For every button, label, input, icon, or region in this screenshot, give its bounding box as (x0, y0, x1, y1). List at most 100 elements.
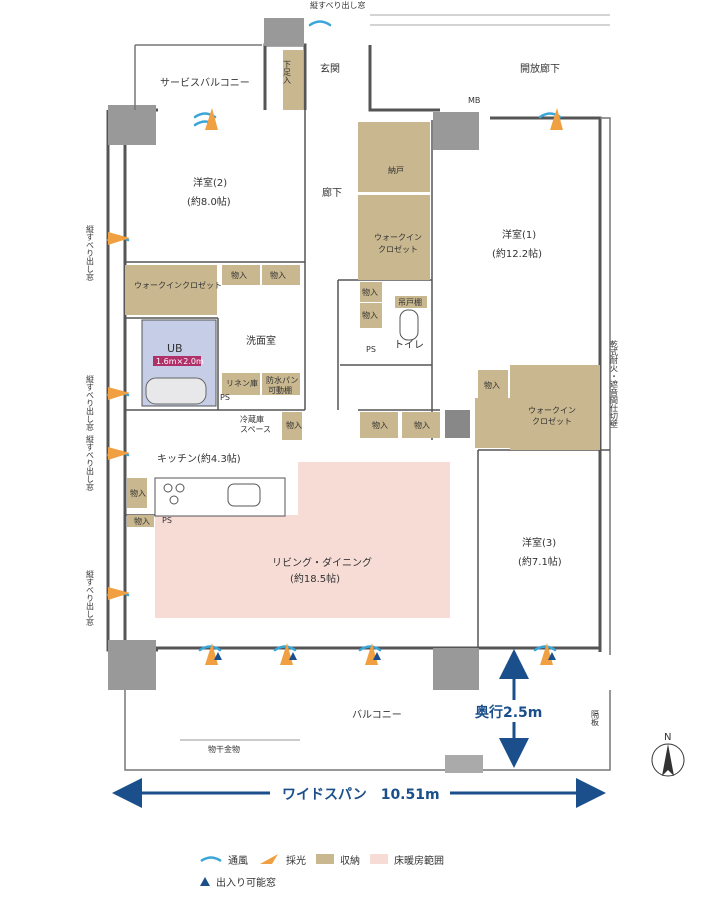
stove-burner-icon (169, 495, 179, 505)
column-entrance (264, 18, 304, 46)
label-storage: 物入 (362, 287, 378, 297)
wind-icon (200, 856, 222, 863)
legend-floor-heating: 床暖房範囲 (370, 852, 444, 867)
legend-row: 通風 採光 収納 床暖房範囲 (200, 848, 444, 870)
label-window: 縦すべり出し窓 (86, 374, 95, 431)
floor-heating-swatch (370, 854, 388, 864)
label-kitchen: キッチン(約4.3帖) (157, 452, 241, 465)
label-storage: 物入 (231, 270, 247, 280)
column-ne (433, 112, 479, 150)
label-ub: UB (167, 342, 183, 355)
floor-heating-area (155, 462, 450, 618)
legend-doorway-window: 出入り可能窓 (200, 874, 276, 889)
daylight-icon (260, 854, 278, 864)
label-storage: 物入 (130, 488, 146, 498)
column-sw (108, 640, 156, 690)
stove-burner-icon (175, 483, 185, 493)
label-window: 縦すべり出し窓 (86, 569, 95, 626)
legend-ventilation: 通風 (200, 852, 248, 867)
label-linen: リネン庫 (226, 378, 258, 388)
storage-areas (125, 50, 600, 527)
label-genkan: 玄関 (320, 62, 340, 75)
legend-floor-heating-label: 床暖房範囲 (394, 855, 444, 867)
aircon-outdoor (445, 755, 483, 773)
ub-size-band (153, 356, 201, 366)
label-partition: 隔板 (591, 710, 600, 727)
label-ps: PS (220, 393, 230, 402)
stove-burner-icon (163, 483, 173, 493)
label-window: 縦すべり出し窓 (86, 434, 95, 491)
doorway-triangle-icon (200, 876, 210, 886)
label-monohoshi: 物干金物 (208, 744, 240, 754)
label-wic3-b: クロゼット (532, 416, 572, 426)
floor-plan: 玄関 下足入 サービスバルコニー 開放廊下 MB 洋室(2) (約8.0帖) 廊… (86, 0, 685, 808)
label-storage: 物入 (286, 420, 302, 430)
east-rail (600, 117, 611, 655)
legend-daylight-label: 採光 (286, 855, 306, 867)
label-storage: 物入 (270, 270, 286, 280)
label-bousui-b: 可動棚 (268, 385, 292, 395)
label-open-corridor: 開放廊下 (520, 62, 560, 75)
legend-ventilation-label: 通風 (228, 855, 248, 867)
label-wic1-b: クロゼット (378, 244, 418, 254)
label-balcony: バルコニー (352, 709, 402, 721)
legend-storage-label: 収納 (340, 855, 360, 867)
balcony-rail (124, 690, 611, 771)
label-living-size: (約18.5帖) (290, 572, 340, 585)
service-balcony-rail (134, 44, 262, 110)
pipe-space (445, 410, 470, 438)
label-western2: 洋室(2) (193, 176, 227, 189)
label-western3-size: (約7.1帖) (518, 555, 562, 568)
label-ps: PS (366, 345, 376, 354)
label-mb: MB (468, 96, 480, 105)
label-storage: 物入 (372, 420, 388, 430)
label-storage: 物入 (134, 516, 150, 526)
wide-span-label: ワイドスパン 10.51m (282, 787, 440, 803)
label-window: 縦すべり出し窓 (310, 0, 365, 10)
bathtub (145, 377, 207, 405)
label-shimo-getabako: 下足入 (283, 60, 292, 84)
label-bousui-a: 防水パン (266, 375, 298, 385)
label-corridor: 廊下 (322, 186, 342, 199)
label-western2-size: (約8.0帖) (187, 195, 231, 208)
label-wic1-a: ウォークイン (374, 233, 422, 242)
label-western1-size: (約12.2帖) (492, 247, 542, 260)
doorway-window-icons (214, 652, 556, 660)
column-nw (108, 105, 156, 145)
toilet-icon (399, 309, 419, 341)
label-window: 縦すべり出し窓 (86, 224, 95, 281)
storage-swatch (316, 854, 334, 864)
label-ub-size: 1.6m×2.0m (156, 357, 204, 366)
corridor-rail (370, 14, 610, 26)
legend-storage: 収納 (316, 852, 360, 867)
label-toilet: トイレ (394, 340, 424, 351)
label-storage: 物入 (484, 380, 500, 390)
label-wic3-a: ウォークイン (528, 406, 576, 415)
legend-doorway-window-label: 出入り可能窓 (216, 877, 276, 889)
label-living: リビング・ダイニング (272, 556, 372, 569)
label-western1: 洋室(1) (502, 228, 536, 241)
label-service-balcony: サービスバルコニー (160, 77, 250, 89)
depth-label: 奥行2.5m (475, 704, 542, 721)
label-ps: PS (162, 516, 172, 525)
north-label: N (664, 732, 671, 743)
label-toilet-shelf: 吊戸棚 (398, 297, 422, 307)
legend-daylight: 採光 (258, 852, 306, 867)
label-western3: 洋室(3) (522, 536, 556, 549)
legend-row: 出入り可能窓 (200, 870, 444, 892)
label-storage: 物入 (362, 310, 378, 320)
north-arrow-icon (662, 744, 674, 776)
legend: 通風 採光 収納 床暖房範囲 出入り可能窓 (200, 848, 444, 892)
depth-label-bg (468, 700, 558, 722)
column-s (433, 648, 479, 690)
label-storage: 物入 (414, 420, 430, 430)
label-fridge-b: スペース (240, 425, 271, 434)
label-nando: 納戸 (388, 165, 404, 175)
wide-span-label-bg (270, 783, 450, 803)
label-wic2: ウォークインクロゼット (134, 280, 222, 290)
kitchen-counter (154, 477, 286, 517)
sink-icon (227, 483, 261, 507)
label-senmen: 洗面室 (246, 334, 276, 347)
label-fire-wall: 乾式耐火・遮音間仕切壁 (610, 339, 619, 428)
label-fridge-a: 冷蔵庫 (240, 414, 264, 424)
